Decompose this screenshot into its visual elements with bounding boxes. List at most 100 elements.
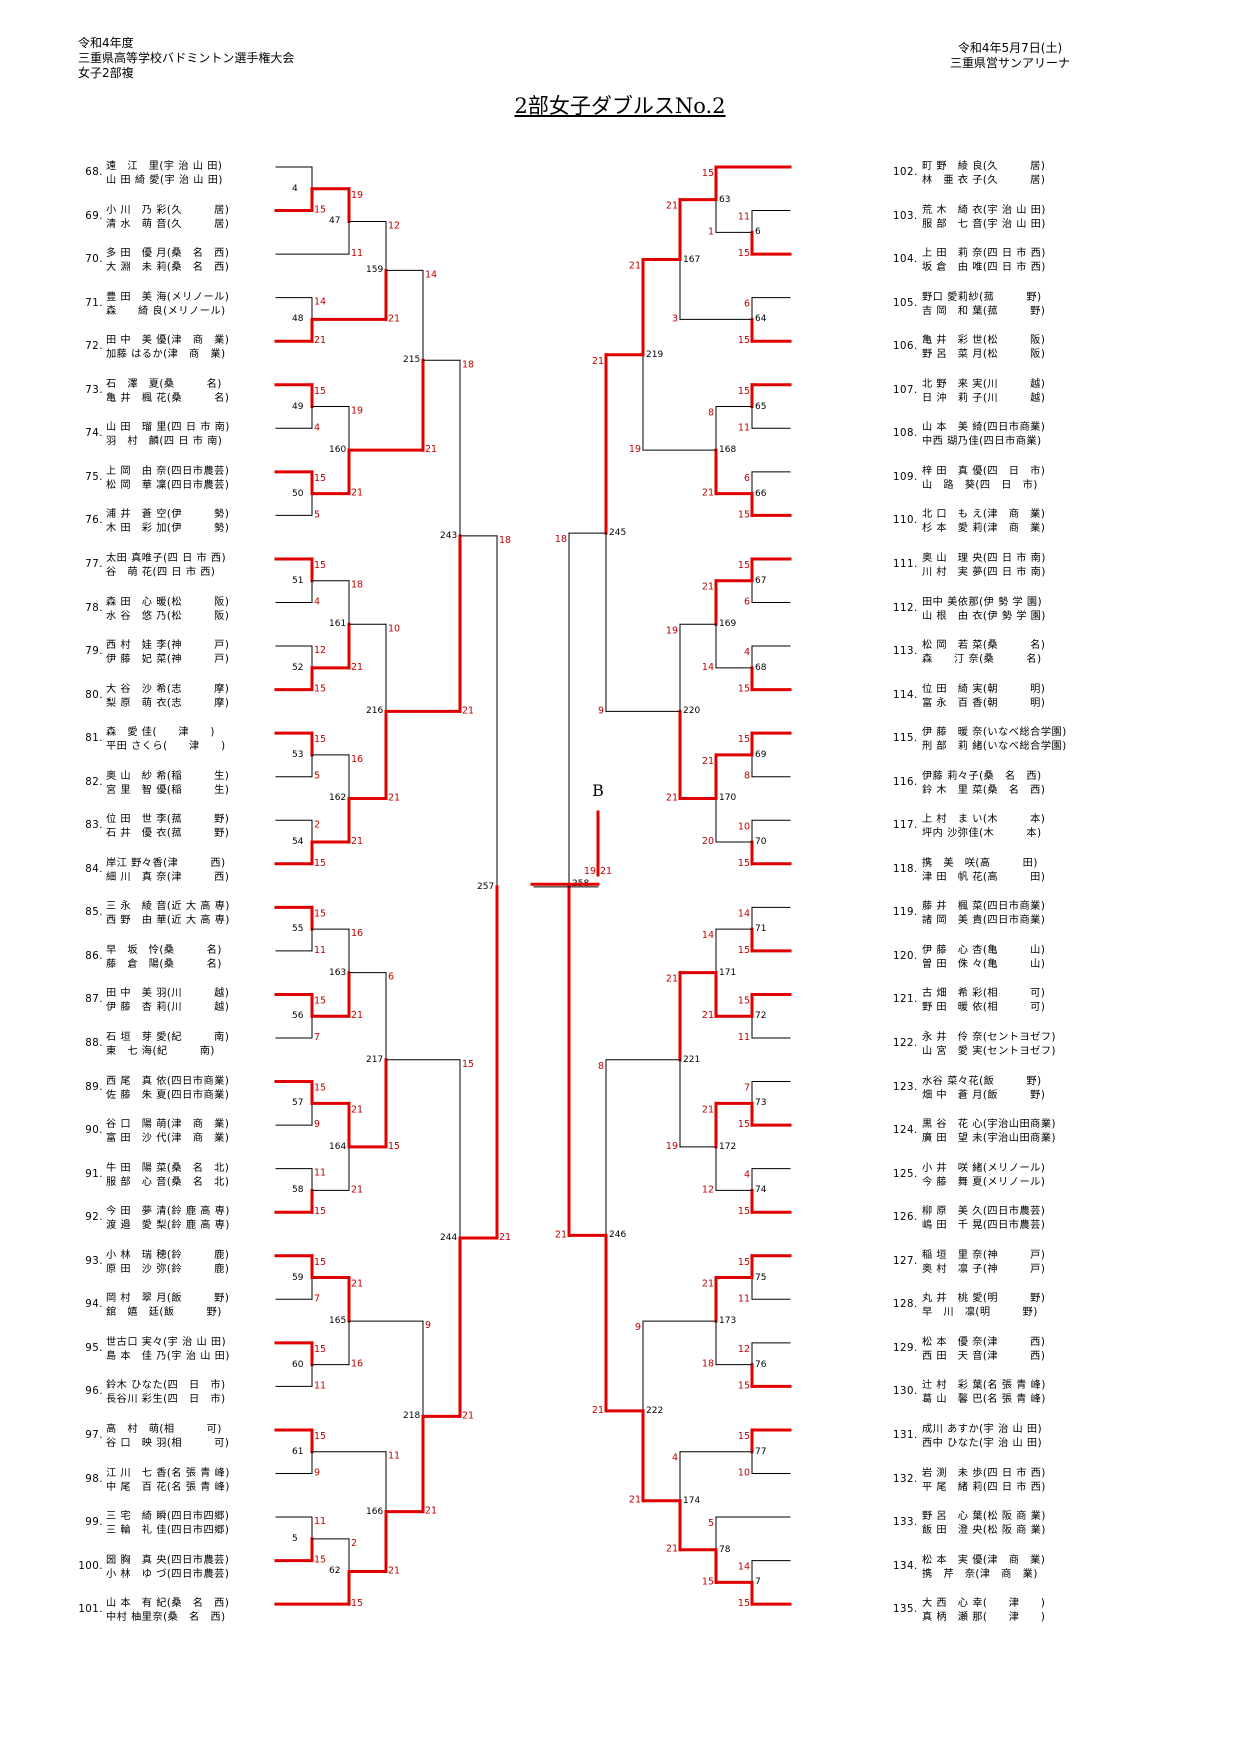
- game-score: 5: [314, 509, 320, 520]
- event-year: 令和4年度: [78, 36, 134, 50]
- player-name: 服 部 心 音(桑 名 北): [106, 1176, 230, 1188]
- game-score: 21: [351, 1010, 363, 1021]
- game-score: 11: [738, 422, 750, 433]
- player-name: 山 宮 愛 実(セントヨゼフ): [922, 1046, 1056, 1057]
- entry-pair: 岸江 野々香(津 西)細 川 真 奈(津 西): [106, 857, 229, 885]
- entry-pair: 伊藤 莉々子(桑 名 西) 鈴 木 里 菜(桑 名 西): [922, 770, 1045, 798]
- player-name: 上 村 ま い(木 本): [922, 814, 1046, 826]
- entry-pair: 亀 井 彩 世(松 阪)野 呂 菜 月(松 阪): [922, 334, 1045, 362]
- entry-pair: 森 愛 佳( 津 )平田 さくら( 津 ): [106, 726, 226, 754]
- entry-number: 116.: [893, 776, 918, 788]
- event-info: 令和4年度 三重県高等学校バドミントン選手権大会 女子2部複: [78, 36, 294, 81]
- event-date: 令和4年5月7日(土): [957, 41, 1063, 55]
- match-number: 52: [292, 662, 304, 673]
- game-score: 14: [738, 908, 750, 919]
- match-number: 219: [646, 349, 664, 360]
- match-number: 6: [755, 227, 761, 238]
- entry-pair: 西 村 娃 李(神 戸)伊 藤 妃 菜(神 戸): [106, 639, 229, 667]
- game-score: 21: [702, 756, 714, 767]
- game-score: 6: [744, 597, 750, 608]
- player-name: 佐 藤 朱 夏(四日市商業): [106, 1089, 230, 1101]
- game-score: 15: [738, 1431, 750, 1442]
- game-score: 15: [738, 734, 750, 745]
- entry-number: 81.: [85, 733, 103, 745]
- entry-pair: 永 井 伶 奈(セントヨゼフ)山 宮 愛 実(セントヨゼフ): [922, 1031, 1056, 1059]
- game-score: 16: [351, 754, 363, 765]
- player-name: 谷 口 陽 萌(津 商 業): [106, 1119, 230, 1131]
- entry-number: 94.: [85, 1299, 103, 1311]
- match-number: 215: [403, 355, 421, 366]
- player-name: 細 川 真 奈(津 西): [106, 871, 230, 883]
- game-score: 10: [738, 1468, 750, 1479]
- player-name: 西 村 娃 李(神 戸): [106, 640, 230, 652]
- entry-pair: 丸 井 桃 愛(明 野)早 川 凛(明 野): [922, 1292, 1045, 1320]
- player-name: 北 口 も え(津 商 業): [922, 509, 1046, 521]
- game-score: 12: [702, 1184, 714, 1195]
- player-name: 坪内 沙弥佳(木 本): [922, 828, 1042, 840]
- entry-pair: 松 本 実 優(津 商 業)携 芹 奈(津 商 業): [922, 1554, 1045, 1582]
- player-name: 西 尾 真 依(四日市商業): [106, 1075, 230, 1087]
- player-name: 奥 山 紗 希(稲 生): [106, 770, 230, 782]
- match-number: 70: [755, 837, 767, 848]
- player-name: 三 永 綾 音(近 大 高 専): [106, 901, 230, 913]
- entry-pair: 奥 山 紗 希(稲 生) 宮 里 智 優(稲 生): [106, 770, 229, 798]
- player-name: 今 藤 舞 夏(メリノール): [922, 1176, 1046, 1188]
- entry-number: 78.: [85, 602, 103, 614]
- game-score: 15: [738, 684, 750, 695]
- game-score: 4: [744, 647, 750, 658]
- player-name: 岩 渕 未 歩(四 日 市 西): [922, 1467, 1046, 1479]
- game-score: 18: [351, 580, 363, 591]
- player-name: 宮 里 智 優(稲 生): [106, 784, 230, 796]
- player-name: 太田 真唯子(四 日 市 西): [106, 552, 227, 564]
- game-score: 21: [666, 792, 678, 803]
- game-score: 19: [351, 406, 363, 417]
- player-name: 野口 愛莉紗(菰 野): [922, 291, 1042, 303]
- player-name: 梓 田 真 優(四 日 市): [922, 465, 1046, 477]
- player-name: 平田 さくら( 津 ): [106, 741, 226, 753]
- entry-number: 96.: [85, 1386, 103, 1398]
- game-score: 21: [499, 1232, 511, 1243]
- entry-pair: 小 川 乃 彩(久 居)清 水 萌 音(久 居): [106, 204, 229, 232]
- player-name: 今 田 夢 清(鈴 鹿 高 専): [106, 1206, 230, 1218]
- player-name: 鈴木 ひなた(四 日 市): [106, 1380, 226, 1392]
- player-name: 松 岡 若 菜(桑 名): [922, 640, 1046, 652]
- game-score: 21: [462, 1410, 474, 1421]
- game-score: 21: [702, 1279, 714, 1290]
- entry-pair: 水谷 菜々花(飯 野)畑 中 蒼 月(飯 野): [922, 1075, 1045, 1103]
- match-number: 170: [719, 793, 737, 804]
- entry-number: 108.: [893, 428, 918, 440]
- player-name: 伊藤 莉々子(桑 名 西): [922, 770, 1042, 782]
- player-name: 水 谷 悠 乃(松 阪): [106, 610, 230, 622]
- entry-pair: 大 西 心 幸( 津 )真 柄 瀬 那( 津 ): [922, 1597, 1045, 1625]
- game-score: 21: [555, 1229, 567, 1240]
- match-number: 166: [366, 1506, 384, 1517]
- entry-pair: 黒 谷 花 心(宇治山田商業)廣 田 望 未(宇治山田商業): [922, 1118, 1056, 1146]
- game-score: 12: [388, 220, 400, 231]
- player-name: 山 田 瑠 里(四 日 市 南): [106, 422, 230, 434]
- player-name: 川 村 実 夢(四 日 市 南): [922, 566, 1046, 578]
- match-number: 171: [719, 967, 737, 978]
- game-score: 21: [592, 356, 604, 367]
- entry-pair: 稲 垣 里 奈(神 戸)奥 村 凛 子(神 戸): [922, 1249, 1045, 1277]
- game-score: 15: [738, 1119, 750, 1130]
- player-name: 鈴 木 里 菜(桑 名 西): [922, 784, 1046, 796]
- game-score: 15: [314, 1555, 326, 1566]
- match-number: 51: [292, 575, 304, 586]
- game-score: 21: [592, 1405, 604, 1416]
- game-score: 14: [702, 930, 714, 941]
- player-name: 小 川 乃 彩(久 居): [106, 204, 230, 216]
- player-name: 石 澤 夏(桑 名): [106, 378, 222, 390]
- game-score: 2: [314, 819, 320, 830]
- game-score: 16: [351, 1359, 363, 1370]
- match-number: 5: [292, 1533, 298, 1544]
- match-number: 162: [329, 793, 347, 804]
- game-score: 15: [738, 1598, 750, 1609]
- entry-pair: 岡 村 翠 月(飯 野)舘 嬉 廷(飯 野): [106, 1292, 229, 1320]
- entry-number: 105.: [893, 297, 918, 309]
- match-number: 58: [292, 1185, 304, 1196]
- match-number: 244: [440, 1233, 458, 1244]
- game-score: 15: [462, 1059, 474, 1070]
- game-score: 15: [702, 168, 714, 179]
